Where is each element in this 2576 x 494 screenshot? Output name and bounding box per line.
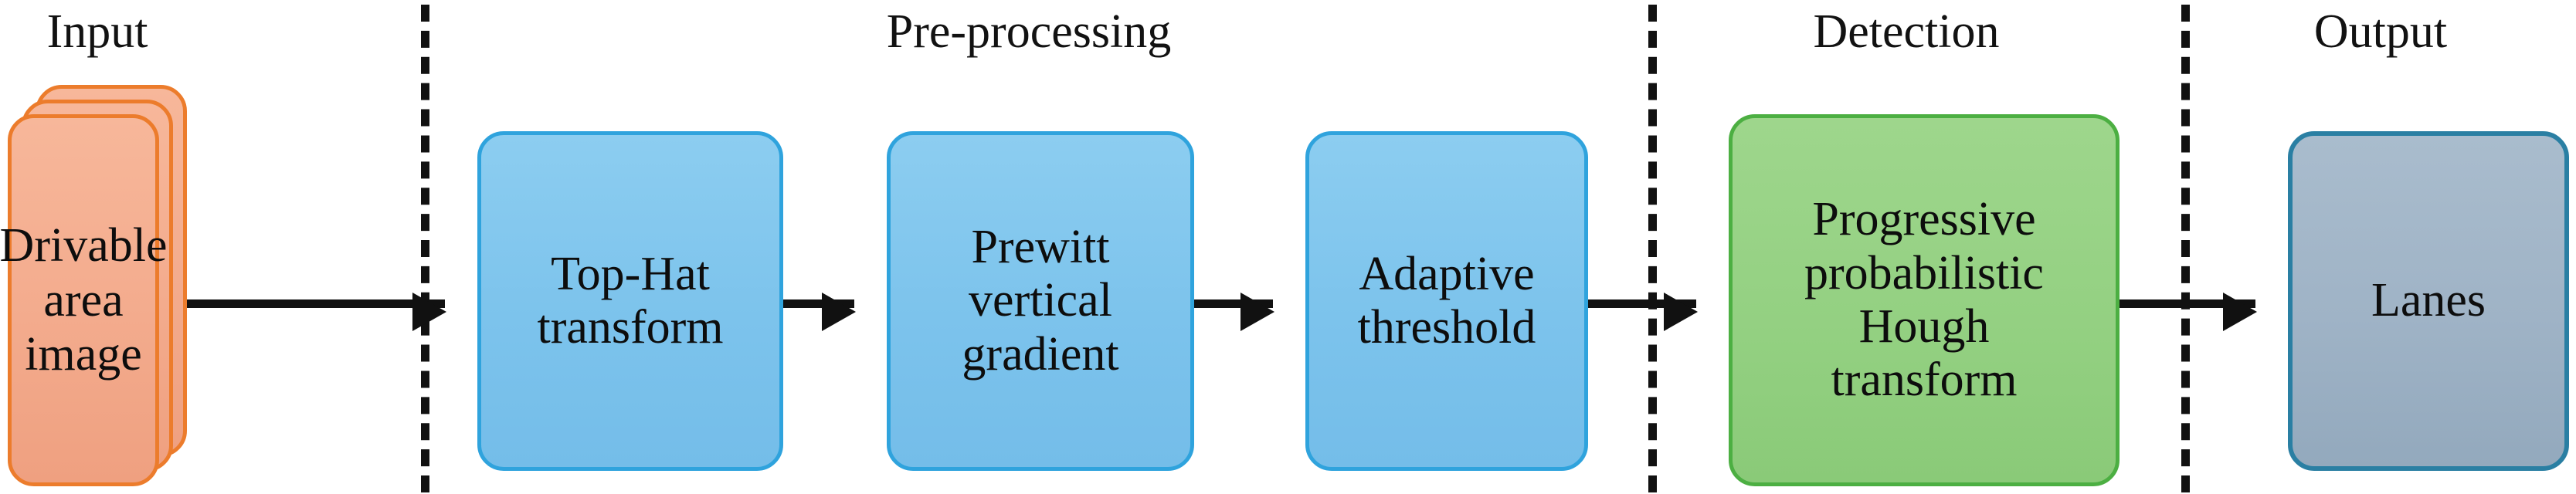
stage-header-output-label: Output <box>2313 5 2448 58</box>
node-label-line: threshold <box>1357 301 1536 354</box>
divider-detection-output <box>2181 5 2190 492</box>
node-label-line: Adaptive <box>1359 247 1535 300</box>
node-label-line: probabilistic <box>1804 246 2044 299</box>
node-label-line: area <box>43 273 124 327</box>
node-label-line: Top-Hat <box>551 247 710 300</box>
node-label-line: transform <box>1831 354 2018 407</box>
arrow-prewitt-to-adaptive <box>1194 293 1274 331</box>
arrow-adaptive-to-hough <box>1588 293 1698 331</box>
arrow-tophat-to-prewitt <box>783 293 856 331</box>
node-label-line: Hough <box>1858 300 1990 353</box>
node-label-line: Drivable <box>0 218 168 272</box>
node-label-line: vertical <box>969 274 1112 327</box>
stage-header-output: Output <box>2072 8 2576 56</box>
node-lanes[interactable]: Lanes <box>2288 131 2569 471</box>
node-label-line: Progressive <box>1812 193 2036 246</box>
node-label: Lanes <box>2364 274 2493 327</box>
stage-header-input-label: Input <box>46 5 148 58</box>
node-label-line: Lanes <box>2371 274 2486 327</box>
node-label-line: Prewitt <box>971 220 1110 273</box>
node-label-line: transform <box>537 301 724 354</box>
stage-header-preprocessing-label: Pre-processing <box>886 5 1172 58</box>
node-label-line: image <box>25 328 142 381</box>
node-label-line: gradient <box>962 327 1119 381</box>
stage-header-detection-label: Detection <box>1813 5 2000 58</box>
arrow-input-to-tophat <box>159 293 446 331</box>
divider-preprocessing-detection <box>1648 5 1657 492</box>
stage-header-detection: Detection <box>1597 8 2215 56</box>
arrow-hough-to-lanes <box>2120 293 2257 331</box>
divider-input-preprocessing <box>421 5 429 492</box>
stage-header-input: Input <box>0 8 406 56</box>
stage-header-preprocessing: Pre-processing <box>720 8 1338 56</box>
